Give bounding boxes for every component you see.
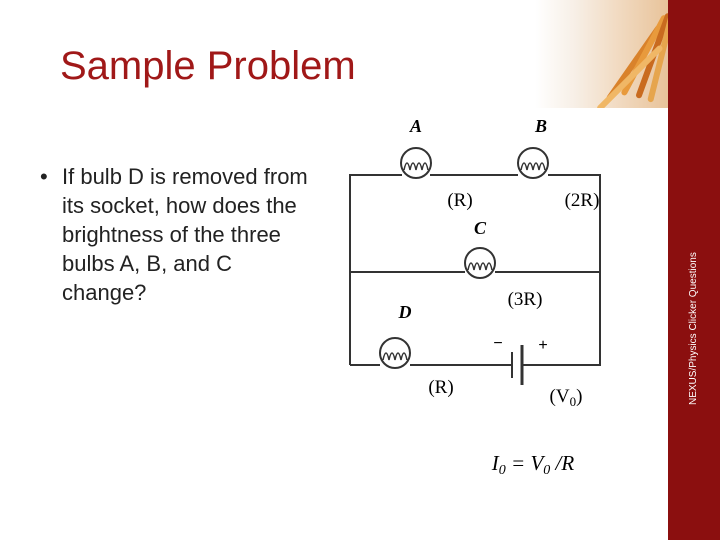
battery-symbol: [511, 345, 540, 385]
voltage-v: (V: [550, 386, 570, 407]
bulb-c: [464, 247, 496, 279]
bulb-d: [379, 337, 411, 369]
bulb-b: [517, 147, 549, 179]
bulb-d-label: D: [398, 302, 412, 322]
current-formula: I0 = V0 /R: [491, 451, 575, 478]
bulb-b-label: B: [534, 116, 547, 136]
voltage-sub: 0: [570, 394, 577, 409]
bulb-c-label: C: [474, 218, 487, 238]
voltage-close: ): [576, 386, 582, 407]
battery-plus: +: [538, 337, 547, 354]
formula-eq: = V: [506, 451, 546, 475]
bullet-dot: •: [40, 164, 48, 189]
side-bar: [668, 0, 720, 540]
bullet-text: If bulb D is removed from its socket, ho…: [62, 164, 308, 305]
battery-minus: −: [493, 335, 502, 352]
resistance-a-label: (R): [447, 190, 472, 211]
resistance-b-label: (2R): [565, 190, 600, 211]
bullet-item: • If bulb D is removed from its socket, …: [40, 162, 317, 307]
bulb-a-label: A: [409, 116, 422, 136]
wires: [349, 174, 601, 366]
resistance-c-label: (3R): [508, 289, 543, 310]
pencils-decoration: [535, 0, 675, 113]
formula-i: I: [491, 451, 500, 475]
battery-voltage-label: (V0): [550, 386, 583, 409]
slide-title: Sample Problem: [60, 44, 356, 88]
resistance-d-label: (R): [428, 377, 453, 398]
formula-rest: /R: [550, 451, 574, 475]
bulb-a: [400, 147, 432, 179]
formula-v-sub: 0: [543, 463, 550, 478]
formula-i-sub: 0: [499, 463, 506, 478]
